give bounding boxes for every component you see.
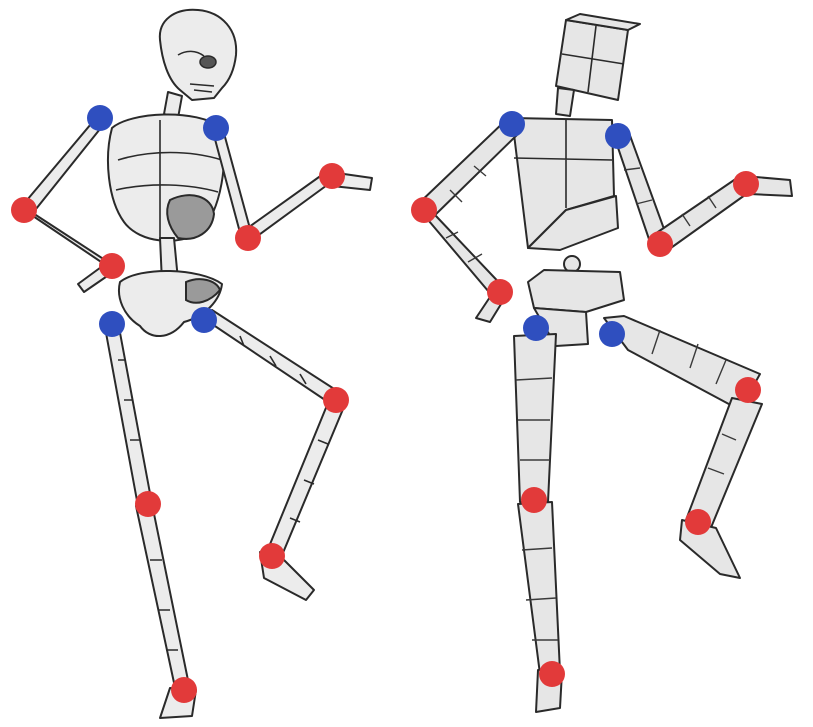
skeleton-left-elbow-joint <box>11 197 37 223</box>
skeleton-right-shoulder-joint <box>203 115 229 141</box>
mannequin-right-arm <box>612 130 792 250</box>
mannequin-left-shoulder-joint <box>499 111 525 137</box>
skull <box>160 10 236 100</box>
skeleton-left-hip-joint <box>99 311 125 337</box>
mannequin-right-wrist-joint <box>733 171 759 197</box>
skeleton-left-shoulder-joint <box>87 105 113 131</box>
mannequin-left-ankle-joint <box>539 661 565 687</box>
skeleton-right-ankle-joint <box>259 543 285 569</box>
mannequin-left-hip-joint <box>523 315 549 341</box>
mannequin-neck <box>556 88 574 116</box>
skeleton-left-wrist-joint <box>99 253 125 279</box>
mannequin-left-wrist-joint <box>487 279 513 305</box>
mannequin-left-knee-joint <box>521 487 547 513</box>
skeleton-right-wrist-joint <box>319 163 345 189</box>
skeleton-left-ankle-joint <box>171 677 197 703</box>
mannequin-left-elbow-joint <box>411 197 437 223</box>
mannequin-right-leg <box>604 316 762 578</box>
mannequin-left-leg <box>514 334 562 712</box>
skeleton-left-leg <box>104 322 196 718</box>
skeleton-right-knee-joint <box>323 387 349 413</box>
mannequin-right-elbow-joint <box>647 231 673 257</box>
mannequin-figure <box>416 14 792 712</box>
skeleton-left-knee-joint <box>135 491 161 517</box>
mannequin-right-shoulder-joint <box>605 123 631 149</box>
mannequin-right-knee-joint <box>735 377 761 403</box>
skeleton-right-arm <box>212 126 372 240</box>
mannequin-right-ankle-joint <box>685 509 711 535</box>
skeleton-right-hip-joint <box>191 307 217 333</box>
mannequin-torso <box>512 118 618 250</box>
mannequin-right-hip-joint <box>599 321 625 347</box>
skeleton-right-elbow-joint <box>235 225 261 251</box>
mannequin-head <box>556 14 640 100</box>
skeleton-figure <box>22 10 372 718</box>
